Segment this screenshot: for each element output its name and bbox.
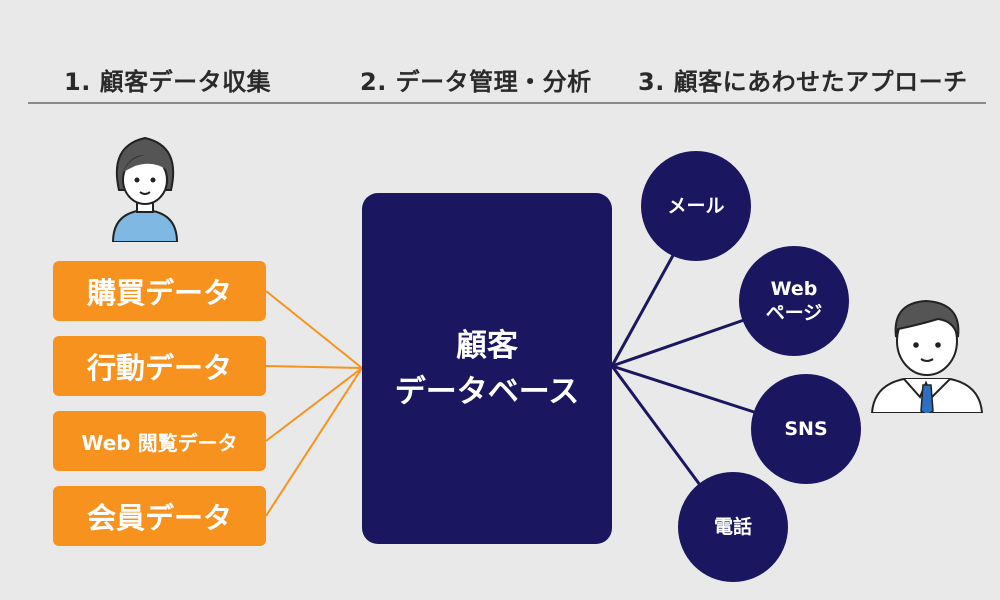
step-manage-heading: 2. データ管理・分析 <box>360 68 592 96</box>
header-divider <box>28 102 986 104</box>
connector-mail <box>610 249 678 367</box>
connector-member <box>265 367 363 517</box>
channel-web-label-line2: ページ <box>765 302 823 324</box>
step-approach-heading: 3. 顧客にあわせたアプローチ <box>638 68 968 96</box>
channel-phone: 電話 <box>678 472 788 582</box>
channel-mail-label: メール <box>667 195 725 217</box>
source-member-data: 会員データ <box>53 486 266 546</box>
source-purchase-label: 購買データ <box>86 276 232 310</box>
source-web-label: Web 閲覧データ <box>81 430 238 455</box>
businessman-avatar-icon <box>870 299 984 413</box>
woman-avatar-icon <box>111 136 179 242</box>
customer-database: 顧客 データベース <box>362 193 612 544</box>
connector-behavior <box>265 365 363 369</box>
connector-web-page <box>611 318 745 368</box>
connector-web <box>265 367 363 442</box>
source-purchase-data: 購買データ <box>53 261 266 321</box>
channel-sns: SNS <box>751 374 861 484</box>
channel-web-label-line1: Web <box>770 278 818 300</box>
connector-phone <box>610 365 702 486</box>
source-behavior-label: 行動データ <box>86 351 232 385</box>
channel-mail: メール <box>641 151 751 261</box>
connector-purchase <box>265 290 363 369</box>
step-collect-heading: 1. 顧客データ収集 <box>64 68 272 96</box>
channel-web-page: Web ページ <box>739 246 849 356</box>
connector-sns <box>611 364 755 414</box>
source-web-browsing-data: Web 閲覧データ <box>53 411 266 471</box>
source-member-label: 会員データ <box>86 501 232 535</box>
source-behavior-data: 行動データ <box>53 336 266 396</box>
channel-sns-label: SNS <box>784 418 828 440</box>
database-label-line1: 顧客 <box>456 327 518 364</box>
channel-phone-label: 電話 <box>713 516 752 538</box>
database-label-line2: データベース <box>394 373 580 410</box>
